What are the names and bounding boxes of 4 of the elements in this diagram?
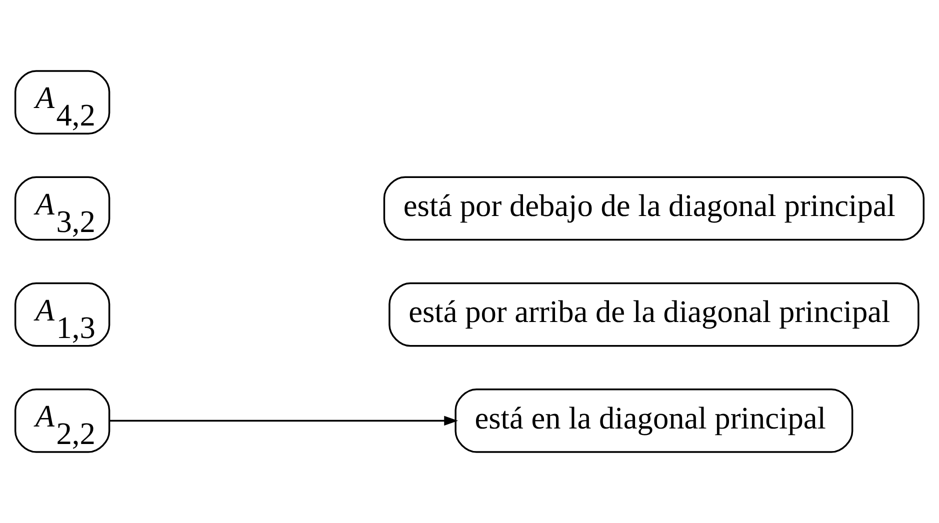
node-box: está en la diagonal principal	[454, 388, 854, 453]
arrow	[110, 416, 458, 426]
node-box: está por arriba de la diagonal principal	[388, 282, 920, 347]
node-box: está por debajo de la diagonal principal	[383, 176, 925, 241]
